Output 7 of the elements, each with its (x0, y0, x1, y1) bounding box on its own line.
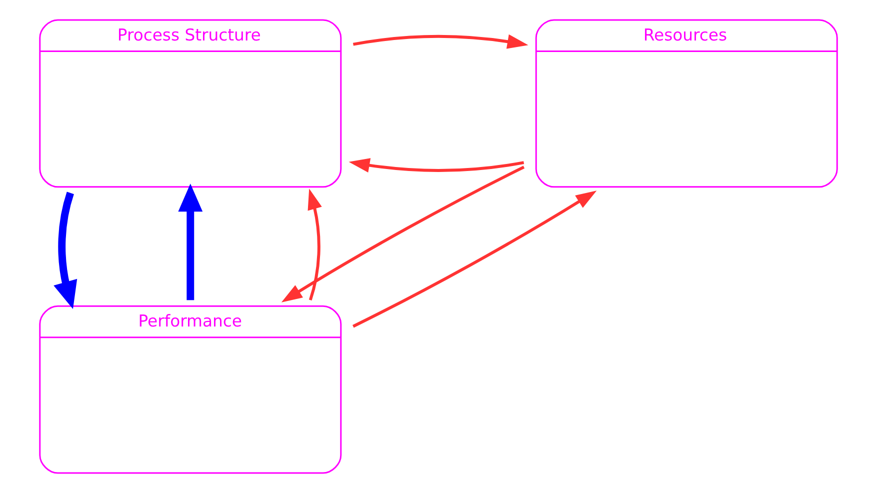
arrow (53, 192, 77, 310)
arrow (307, 188, 322, 301)
arrow (348, 158, 524, 173)
arrow (352, 34, 528, 49)
arrow (178, 184, 202, 300)
arrow (280, 166, 524, 302)
arrow (352, 190, 596, 328)
